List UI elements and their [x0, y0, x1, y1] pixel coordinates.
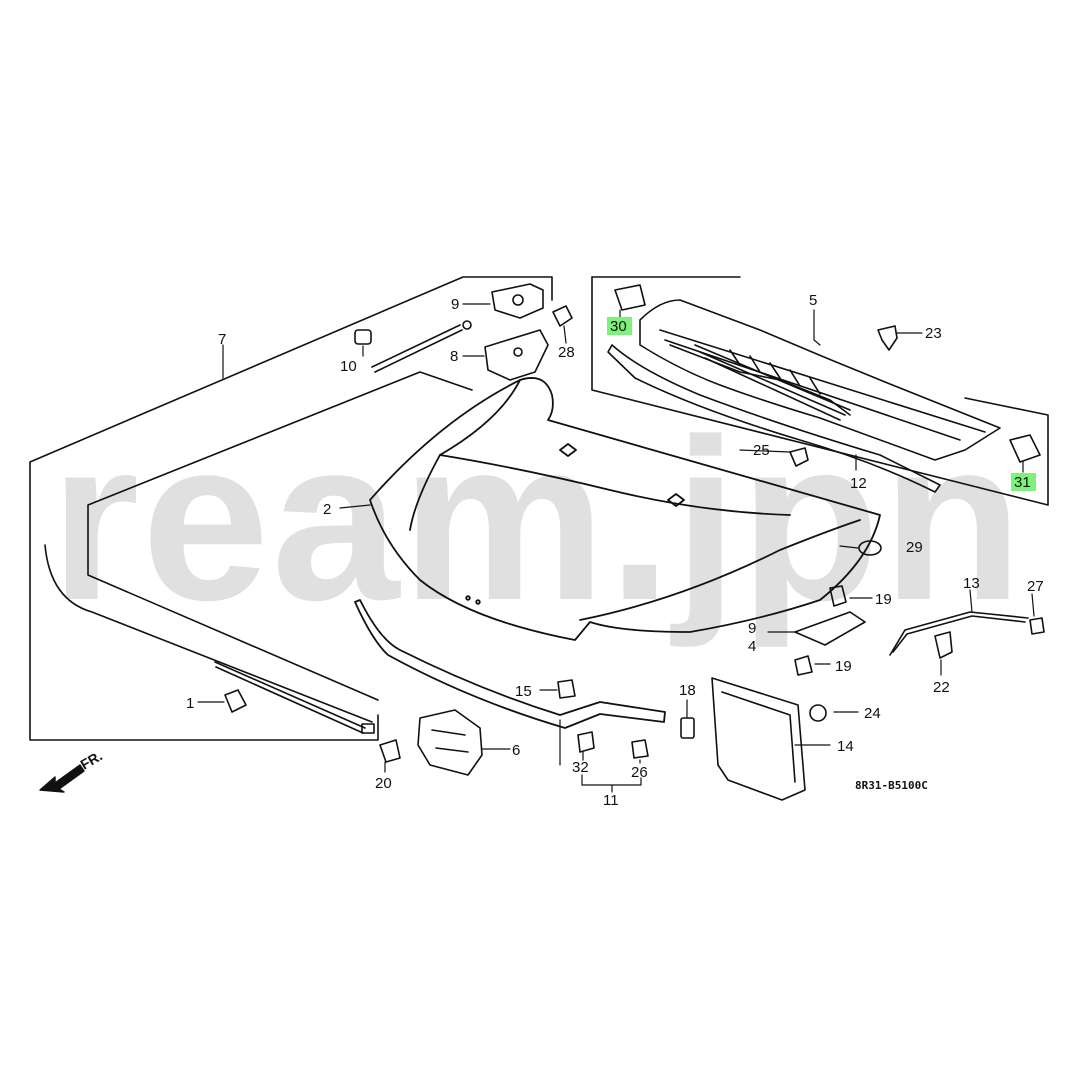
cowl-panel: [639, 299, 1001, 461]
diagram-code: 8R31-B5100C: [855, 779, 928, 792]
bolt-19-lower: [794, 655, 813, 676]
callout-28: 28: [558, 344, 575, 361]
callout-4: 4: [748, 638, 756, 655]
bolt-20: [379, 739, 401, 763]
hinge-lower: [484, 329, 549, 381]
bolt-19-upper: [829, 585, 847, 607]
callout-27: 27: [1027, 578, 1044, 595]
grommet-29: [858, 540, 882, 556]
insulator-14: [711, 677, 806, 801]
callout-19-lower: 19: [835, 658, 852, 675]
callout-1: 1: [186, 695, 194, 712]
clip-31: [1009, 434, 1041, 463]
callout-18: 18: [679, 682, 696, 699]
hinge-upper: [491, 283, 544, 319]
callout-11: 11: [603, 792, 619, 809]
callout-6: 6: [512, 742, 520, 759]
callout-29: 29: [906, 539, 923, 556]
leader-lines: [197, 303, 1035, 793]
clip-15: [557, 679, 576, 699]
callout-19-upper: 19: [875, 591, 892, 608]
hood-support-rod-lower: [214, 661, 375, 734]
callout-9-lower: 9: [748, 620, 756, 637]
callout-26: 26: [631, 764, 648, 781]
highlight-30: [607, 317, 632, 335]
clip-25: [789, 447, 809, 467]
callout-2: 2: [323, 501, 331, 518]
callout-10: 10: [340, 358, 357, 375]
release-rod-13: [889, 611, 1029, 656]
cowl-seal: [607, 344, 941, 493]
hood-front-seal: [354, 599, 666, 729]
hood-support-rod: [371, 320, 472, 373]
clip-23: [877, 325, 898, 351]
callout-23: 23: [925, 325, 942, 342]
callout-9-upper: 9: [451, 296, 459, 313]
callout-12: 12: [850, 475, 867, 492]
grommet-10: [354, 329, 372, 345]
clip-26: [631, 739, 649, 759]
cowl-box: [591, 276, 1049, 506]
callout-31: 31: [1014, 474, 1031, 491]
fr-arrow: [39, 764, 85, 793]
highlight-31: [1011, 473, 1036, 491]
callout-7: 7: [218, 331, 226, 348]
bolt-28: [552, 305, 573, 327]
callout-30: 30: [610, 318, 627, 335]
hood-seal-frame: [29, 276, 553, 741]
callout-8: 8: [450, 348, 458, 365]
clip-27: [1029, 617, 1045, 635]
callout-5: 5: [809, 292, 817, 309]
hood-panel: [369, 377, 881, 641]
callout-20: 20: [375, 775, 392, 792]
nut-24: [809, 704, 827, 722]
latch-6: [417, 709, 483, 776]
callout-25: 25: [753, 442, 770, 459]
callout-13: 13: [963, 575, 980, 592]
callout-32: 32: [572, 759, 589, 776]
callout-14: 14: [837, 738, 854, 755]
callout-24: 24: [864, 705, 881, 722]
clip-22: [934, 631, 953, 659]
clip-32: [577, 731, 595, 753]
callout-22: 22: [933, 679, 950, 696]
clip-30: [614, 284, 646, 311]
stopper-18: [680, 717, 695, 739]
latch-bracket-4: [794, 611, 866, 646]
callout-15: 15: [515, 683, 532, 700]
grommet-1: [224, 689, 247, 713]
